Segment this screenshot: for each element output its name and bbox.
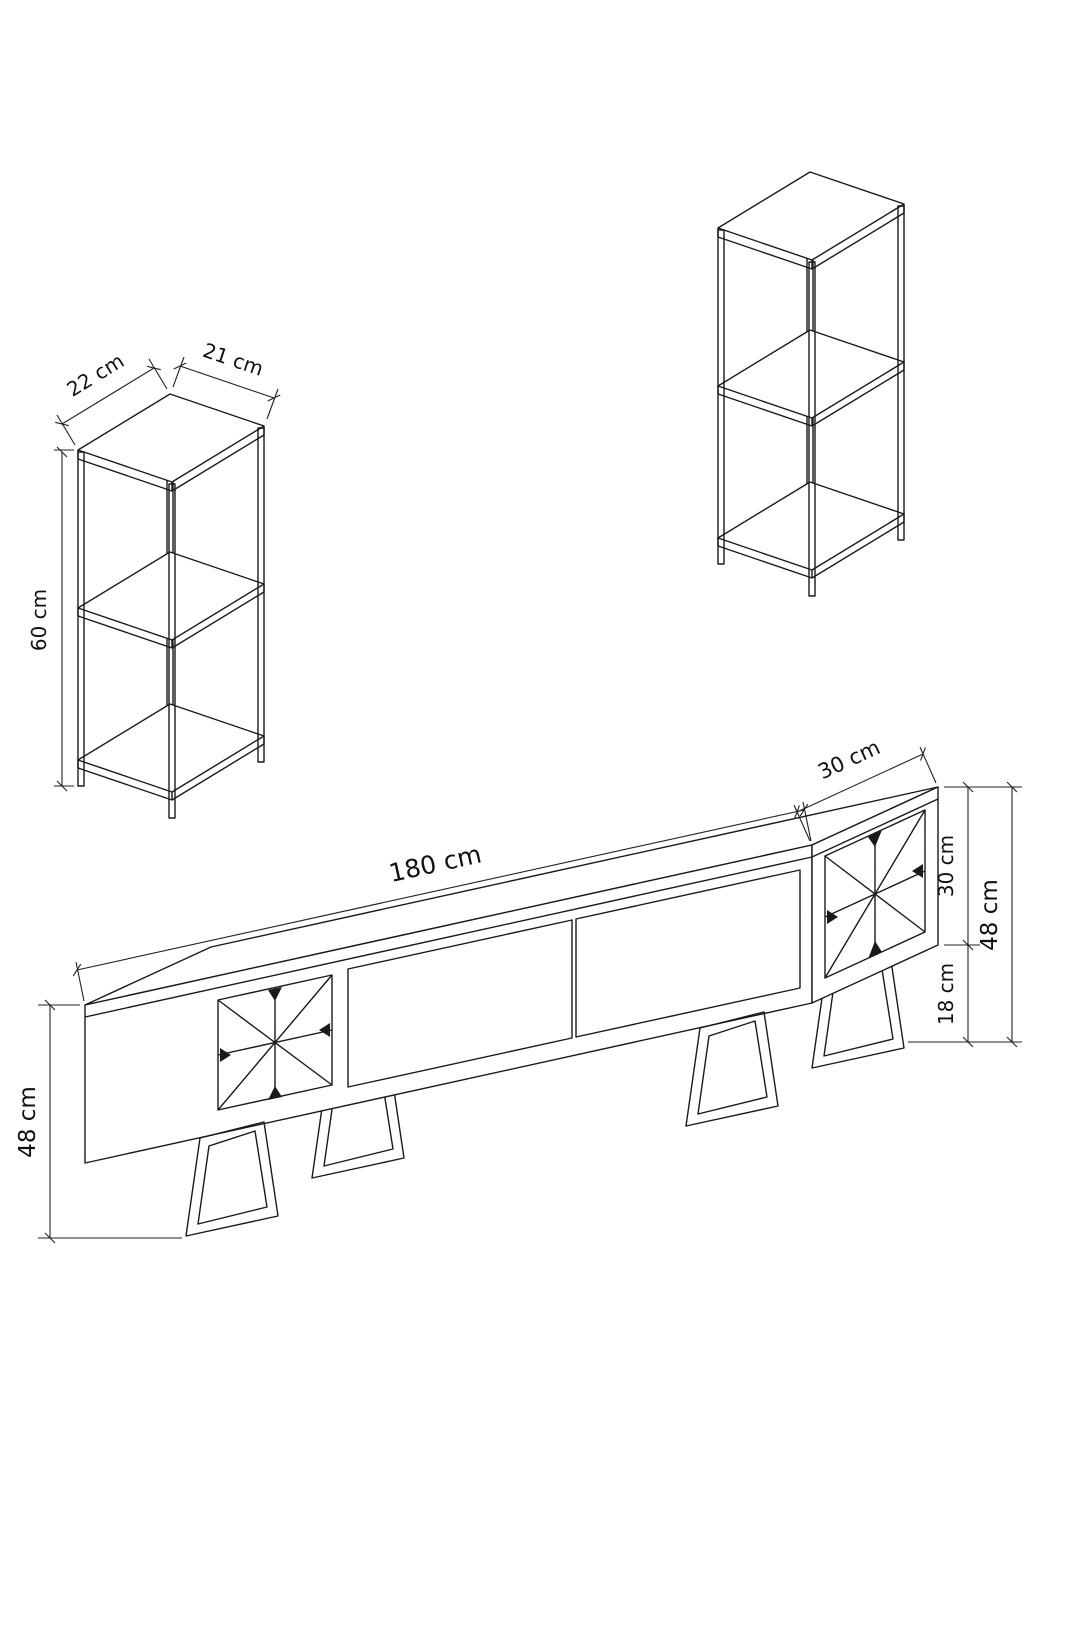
tv-stand-front-legs xyxy=(185,1011,779,1237)
tv-stand-left-cross-door xyxy=(217,974,333,1111)
tv-stand xyxy=(84,786,939,1237)
dim-label-table-depth: 21 cm xyxy=(200,338,267,381)
dim-label-table-height: 60 cm xyxy=(27,589,51,651)
dim-label-tv-total-height: 48 cm xyxy=(977,879,1003,951)
tv-stand-top-panel-edge xyxy=(84,798,939,1018)
dim-label-table-width: 22 cm xyxy=(63,349,129,402)
dim-label-tv-leg-height: 18 cm xyxy=(934,963,958,1025)
tv-stand-front-face xyxy=(84,844,813,1164)
dim-label-tv-left-height: 48 cm xyxy=(15,1086,41,1158)
pedestal-table-left xyxy=(77,393,265,819)
dimension-tv-right-side: 30 cm 18 cm 48 cm xyxy=(908,781,1022,1048)
dim-label-tv-body-height: 30 cm xyxy=(934,835,958,897)
pedestal-table-right xyxy=(717,171,905,597)
tv-stand-door-right xyxy=(575,869,801,1038)
dimension-table-height: 60 cm xyxy=(27,446,74,792)
tv-stand-door-left xyxy=(347,919,573,1088)
dim-label-tv-length: 180 cm xyxy=(386,839,484,887)
tv-stand-right-cross-door xyxy=(824,809,926,979)
dimension-tv-left-height: 48 cm xyxy=(15,999,182,1244)
